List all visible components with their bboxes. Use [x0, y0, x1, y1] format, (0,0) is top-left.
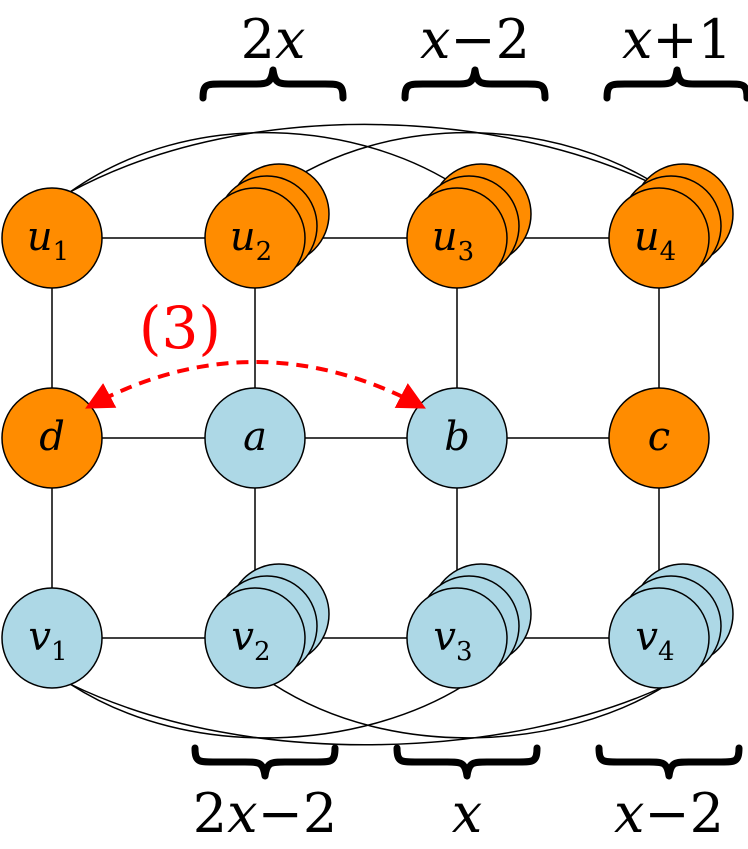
- annotation-label: (3): [139, 294, 221, 362]
- brace-top-u4: [603, 66, 748, 102]
- node-circle-v1: [1, 587, 103, 689]
- node-label-u4: u4: [634, 214, 676, 267]
- brace-bottom-v3: [393, 744, 541, 780]
- node-circle-u2: [204, 187, 306, 289]
- brace-bottom-v2: [191, 744, 339, 780]
- brace-bottom-v4: [595, 744, 743, 780]
- node-label-u2: u2: [230, 214, 272, 267]
- node-a: a: [204, 387, 306, 489]
- annotation-arrow: [85, 360, 426, 409]
- count-top-u3: x−2: [420, 8, 530, 71]
- curved-edge-v2-v4: [272, 683, 666, 739]
- curved-edge-u2-u4: [272, 132, 666, 193]
- node-label-a: a: [243, 414, 267, 460]
- node-circle-c: [608, 387, 710, 489]
- node-label-u3: u3: [432, 214, 474, 267]
- count-bottom-v3: x: [452, 782, 482, 845]
- node-d: d: [1, 387, 103, 489]
- nodes: u1 u2 u3 u4 d a b c v1 v2 v3 v4: [1, 163, 734, 689]
- node-label-u1: u1: [27, 214, 69, 267]
- count-bottom-v4: x−2: [614, 782, 724, 845]
- node-circle-v4: [608, 587, 710, 689]
- node-v4: v4: [608, 563, 734, 689]
- node-circle-u1: [1, 187, 103, 289]
- node-label-v4: v4: [635, 614, 674, 667]
- brace-top-u3: [401, 66, 549, 102]
- node-v2: v2: [204, 563, 330, 689]
- node-label-d: d: [39, 414, 65, 460]
- curved-edge-u1-u4: [69, 123, 666, 193]
- node-label-c: c: [648, 414, 670, 460]
- brace-top-u2: [199, 66, 347, 102]
- node-circle-u4: [608, 187, 710, 289]
- node-u4: u4: [608, 163, 734, 289]
- node-label-b: b: [444, 414, 470, 460]
- count-braces: 2x x−2 x+1 2x−2 x x−2: [191, 8, 748, 845]
- node-v3: v3: [406, 563, 532, 689]
- annotation: (3): [85, 294, 426, 409]
- node-circle-v3: [406, 587, 508, 689]
- curved-edges: [69, 123, 666, 746]
- curved-edge-v1-v3: [69, 683, 464, 739]
- node-label-v3: v3: [433, 614, 472, 667]
- node-u3: u3: [406, 163, 532, 289]
- node-b: b: [406, 387, 508, 489]
- node-circle-b: [406, 387, 508, 489]
- node-circle-d: [1, 387, 103, 489]
- node-v1: v1: [1, 587, 103, 689]
- node-u2: u2: [204, 163, 330, 289]
- node-c: c: [608, 387, 710, 489]
- node-label-v2: v2: [231, 614, 270, 667]
- node-label-v1: v1: [28, 614, 67, 667]
- curved-edge-u1-u3: [69, 131, 464, 193]
- node-u1: u1: [1, 187, 103, 289]
- count-bottom-v2: 2x−2: [193, 782, 337, 845]
- curved-edge-v1-v4: [69, 683, 666, 746]
- node-circle-u3: [406, 187, 508, 289]
- count-top-u2: 2x: [241, 8, 306, 71]
- count-top-u4: x+1: [622, 8, 732, 71]
- node-circle-v2: [204, 587, 306, 689]
